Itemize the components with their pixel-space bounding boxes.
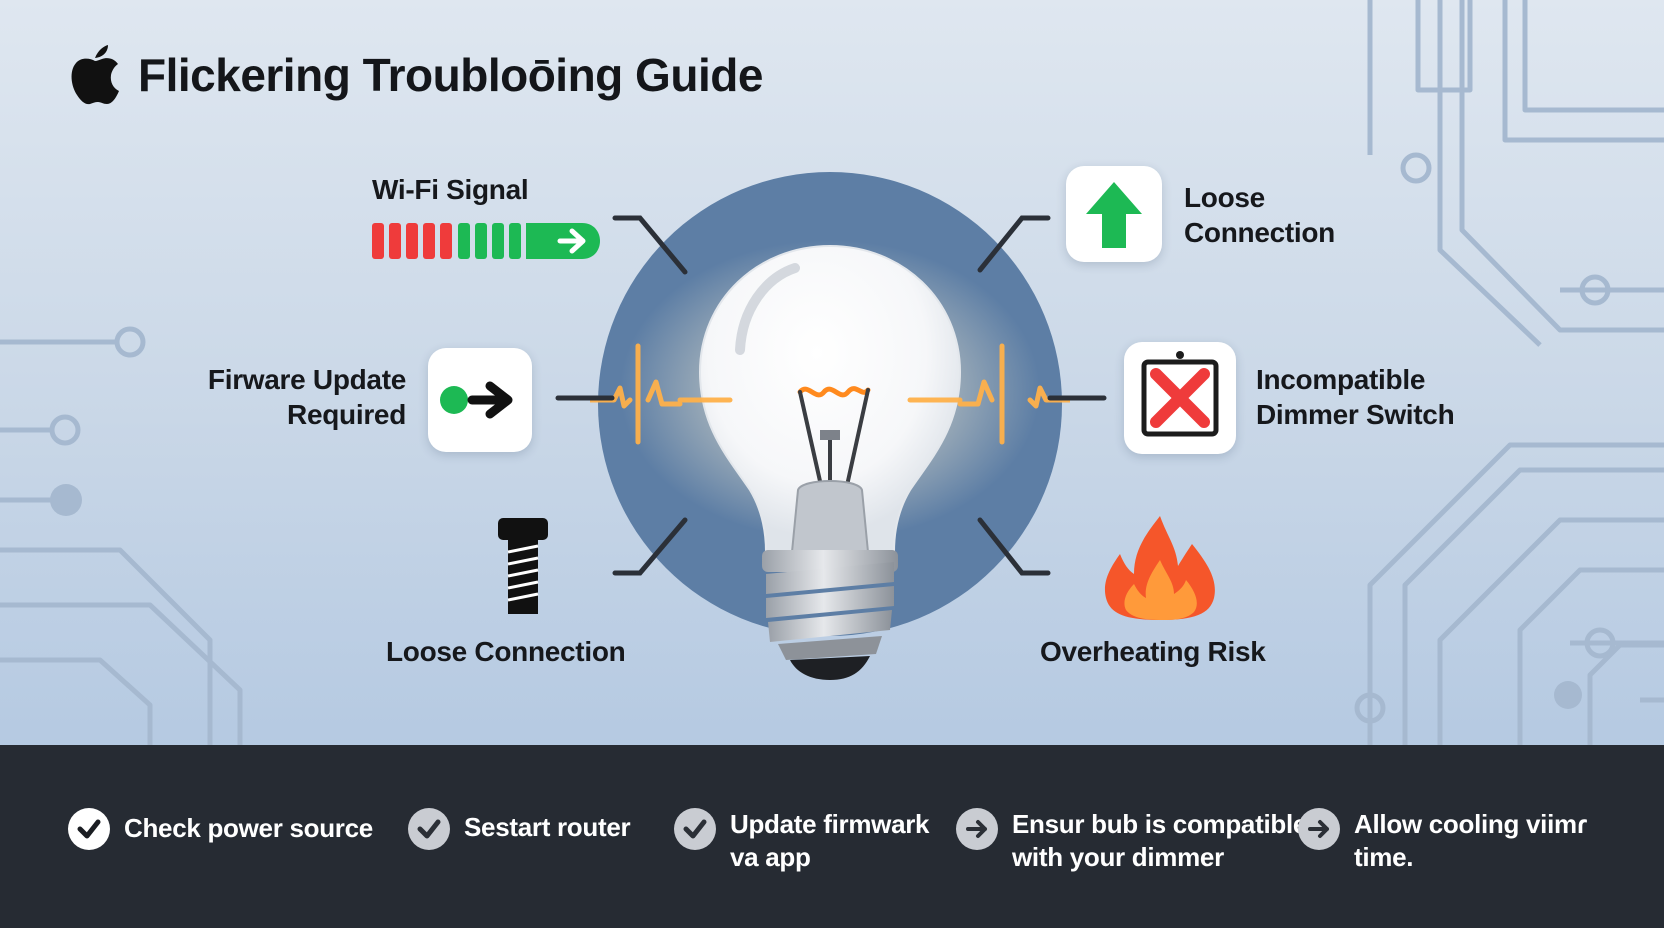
red-x-card	[1124, 342, 1236, 454]
step-text: Update firmwark va app	[730, 809, 930, 872]
connector-lines	[555, 215, 1107, 576]
arrow-right-icon	[956, 808, 998, 850]
firmware-update-label: Firware Update Required	[207, 364, 406, 430]
step-restart-router: Sestart router	[408, 808, 631, 850]
step-text: Allow cooling viimɾ time.	[1354, 809, 1587, 872]
apple-icon	[71, 45, 119, 105]
step-text: Sestart router	[464, 812, 631, 842]
overheating-risk-label: Overheating Risk	[1040, 636, 1266, 667]
header: Flickering Troubloōing Guide	[68, 44, 763, 106]
red-x-icon	[1141, 351, 1219, 437]
step-allow-cooling: Allow cooling viimɾ time.	[1298, 808, 1587, 874]
page-title: Flickering Troubloōing Guide	[138, 49, 763, 101]
check-icon	[674, 808, 716, 850]
check-icon	[408, 808, 450, 850]
flame-icon	[1104, 516, 1215, 620]
step-text: Ensur bub is compatible with your dimmer	[1012, 809, 1308, 872]
check-icon	[68, 808, 110, 850]
loose-connection-bottom-label: Loose Connection	[386, 636, 626, 667]
light-bulb-illustration	[590, 172, 1070, 680]
loose-connection-top-label: Loose Connection	[1184, 182, 1335, 248]
arrow-right-icon	[1298, 808, 1340, 850]
diagram-canvas: Flickering Troubloōing Guide	[0, 0, 1664, 745]
signal-bars-arrow-icon	[372, 223, 600, 259]
troubleshooting-steps-bar: Check power source Sestart router Update…	[0, 745, 1664, 928]
toggle-arrow-icon	[440, 381, 513, 419]
step-text: Check power source	[124, 813, 373, 843]
wifi-signal-label: Wi-Fi Signal	[372, 174, 529, 205]
step-check-power: Check power source	[68, 808, 373, 850]
green-up-arrow-icon	[1086, 182, 1142, 248]
circuit-traces-decoration	[0, 0, 1664, 745]
green-up-arrow-card	[1066, 166, 1162, 262]
incompatible-dimmer-label: Incompatible Dimmer Switch	[1256, 364, 1455, 430]
step-check-dimmer: Ensur bub is compatible with your dimmer	[956, 808, 1307, 874]
screw-icon	[498, 518, 548, 614]
step-update-firmware: Update firmwark va app	[674, 808, 930, 874]
toggle-arrow-card	[428, 348, 532, 452]
